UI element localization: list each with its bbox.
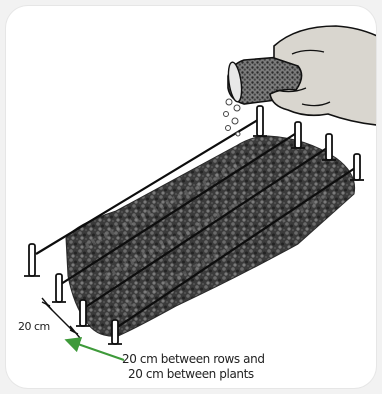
row-stake-icon xyxy=(52,274,66,302)
falling-seeds xyxy=(224,99,241,136)
caption-line-2: 20 cm between plants xyxy=(122,367,265,382)
row-stake-icon xyxy=(24,244,40,276)
soil-bed xyxy=(66,136,355,336)
caption-line-1: 20 cm between rows and xyxy=(122,352,265,367)
illustration-card: 20 cm 20 cm between rows and 20 cm betwe… xyxy=(6,6,376,388)
row-spacing-label: 20 cm xyxy=(18,320,50,333)
spacing-caption: 20 cm between rows and 20 cm between pla… xyxy=(122,352,265,382)
sowing-diagram xyxy=(6,6,376,388)
